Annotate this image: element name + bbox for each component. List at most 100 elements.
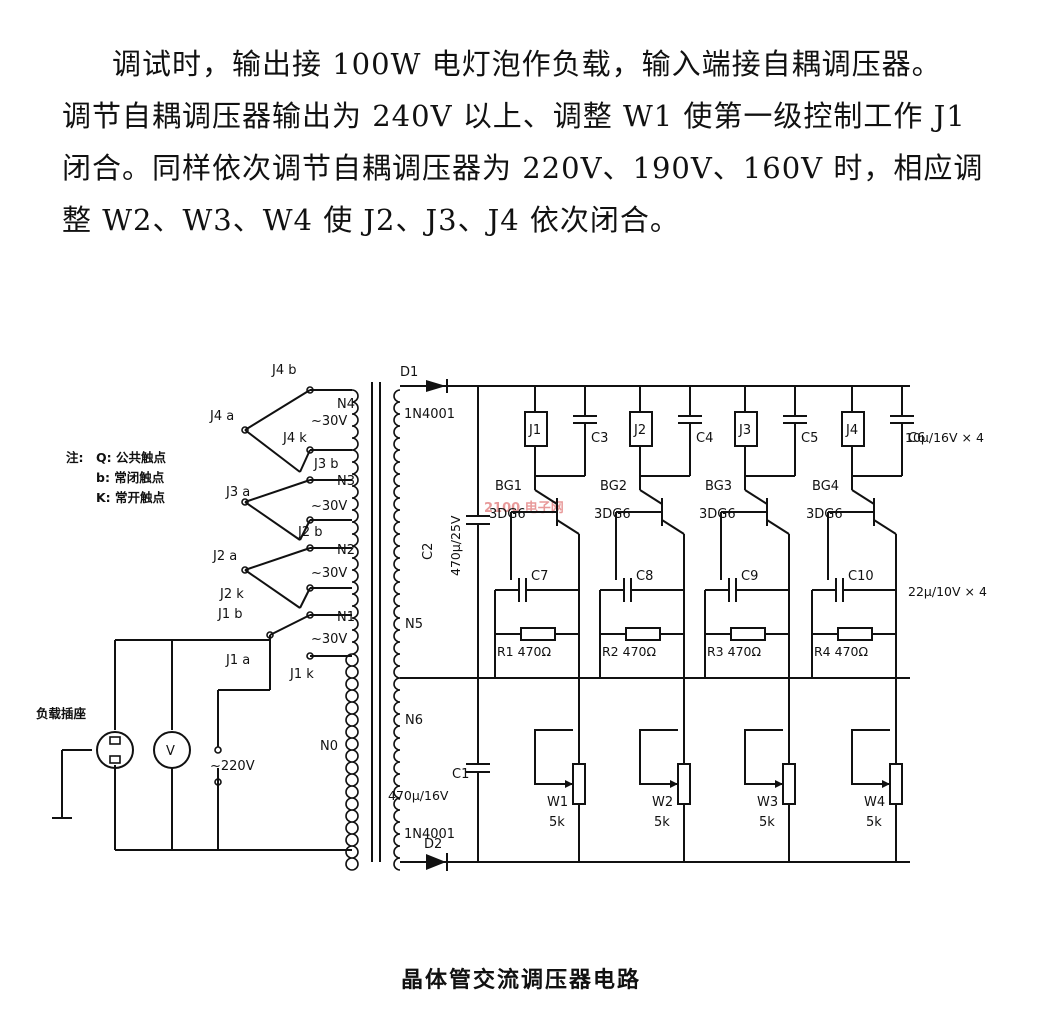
text-line-2: 调节自耦调压器输出为 240V 以上、调整 W1 使第一级控制工作 J1	[62, 99, 966, 133]
contact-j4k: J4 k	[282, 431, 307, 446]
d2-label: D2	[424, 837, 442, 852]
potentiometer-3	[782, 763, 796, 805]
circuit-diagram: 注: Q: 公共触点 b: 常闭触点 K: 常开触点 N4 ~30V N3 ~3…	[36, 363, 987, 871]
contact-j3a: J3 a	[225, 485, 250, 500]
resistor-1	[520, 627, 556, 641]
tap-n0-label: N0	[320, 739, 338, 754]
cap-label-2: C4	[696, 431, 713, 446]
tap-n1-label: N1	[337, 610, 355, 625]
resistor-4	[837, 627, 873, 641]
pot-label-4: W4	[864, 795, 885, 810]
text-line-4: 整 W2、W3、W4 使 J2、J3、J4 依次闭合。	[62, 203, 680, 237]
tap-n3-label: N3	[337, 474, 355, 489]
d1-model: 1N4001	[404, 407, 455, 422]
potentiometer-2	[677, 763, 691, 805]
pot-label-3: W3	[757, 795, 778, 810]
mid-cap-label-1: C7	[531, 569, 548, 584]
legend-nc: b: 常闭触点	[96, 470, 165, 485]
contact-legend: 注: Q: 公共触点 b: 常闭触点 K: 常开触点	[66, 450, 166, 505]
relay-contacts: J4 b J4 a J4 k J3 b J3 a J2 b J2 a J2 k …	[209, 363, 352, 690]
load-and-input: 负载插座 V ~220V	[36, 639, 352, 851]
mid-cap-label-2: C8	[636, 569, 653, 584]
voltmeter-label: V	[166, 744, 175, 759]
mains-label: ~220V	[210, 759, 255, 774]
c1-label: C1	[452, 767, 469, 782]
tap-n4-label: N4	[337, 397, 355, 412]
tap-n2-label: N2	[337, 543, 355, 558]
socket-label: 负载插座	[36, 706, 87, 721]
winding-n5-label: N5	[405, 617, 423, 632]
legend-no: K: 常开触点	[96, 490, 166, 505]
c2-label: C2	[421, 543, 436, 560]
mid-cap-label-3: C9	[741, 569, 758, 584]
c2-value: 470μ/25V	[448, 515, 463, 576]
transistor-type-2: 3DG6	[594, 507, 631, 522]
text-line-1: 调试时，输出接 100W 电灯泡作负载，输入端接自耦调压器。	[112, 47, 942, 81]
tap-30v-3: ~30V	[311, 499, 347, 514]
tap-30v-1: ~30V	[311, 632, 347, 647]
cap-label-1: C3	[591, 431, 608, 446]
text-line-3: 闭合。同样依次调节自耦调压器为 220V、190V、160V 时，相应调	[62, 151, 984, 185]
relay-label-1: J1	[528, 423, 541, 438]
resistor-label-1: R1 470Ω	[497, 644, 551, 659]
contact-j1k: J1 k	[289, 667, 314, 682]
c1-value: 470μ/16V	[388, 788, 449, 803]
d1-label: D1	[400, 365, 418, 380]
relay-label-3: J3	[738, 423, 751, 438]
contact-j2a: J2 a	[212, 549, 237, 564]
contact-j2k: J2 k	[219, 587, 244, 602]
potentiometer-1	[572, 763, 586, 805]
resistor-label-4: R4 470Ω	[814, 644, 868, 659]
mid-cap-label-4: C10	[848, 569, 874, 584]
d2-model: 1N4001	[404, 827, 455, 842]
pot-label-1: W1	[547, 795, 568, 810]
contact-j1b: J1 b	[217, 607, 243, 622]
rectifier: D1 1N4001 D2 1N4001 C2 470μ/25V C1 470μ/…	[388, 365, 987, 871]
relay-label-2: J2	[633, 423, 646, 438]
cap-label-4: C6	[908, 431, 925, 446]
transistor-type-4: 3DG6	[806, 507, 843, 522]
contact-j4b: J4 b	[271, 363, 297, 378]
transformer-core	[371, 382, 381, 862]
contact-j3b: J3 b	[313, 457, 339, 472]
primary-winding: N4 ~30V N3 ~30V N2 ~30V N1 ~30V N0	[311, 389, 359, 871]
legend-head: 注:	[66, 450, 84, 465]
pot-value-1: 5k	[549, 815, 565, 830]
description-paragraph: 调试时，输出接 100W 电灯泡作负载，输入端接自耦调压器。 调节自耦调压器输出…	[62, 38, 992, 246]
tap-30v-4: ~30V	[311, 414, 347, 429]
pot-label-2: W2	[652, 795, 673, 810]
pot-value-4: 5k	[866, 815, 882, 830]
mid-caps-value: 22μ/10V × 4	[908, 584, 987, 599]
contact-j4a: J4 a	[209, 409, 234, 424]
pot-value-2: 5k	[654, 815, 670, 830]
voltmeter-icon	[153, 731, 191, 769]
resistor-label-3: R3 470Ω	[707, 644, 761, 659]
resistor-3	[730, 627, 766, 641]
pot-value-3: 5k	[759, 815, 775, 830]
top-caps-value: 10μ/16V × 4	[905, 430, 984, 445]
figure-caption: 晶体管交流调压器电路	[400, 967, 641, 993]
legend-common: Q: 公共触点	[96, 450, 166, 465]
transistor-label-3: BG3	[705, 479, 732, 494]
resistor-label-2: R2 470Ω	[602, 644, 656, 659]
winding-n6-label: N6	[405, 713, 423, 728]
transistor-label-4: BG4	[812, 479, 839, 494]
contact-j2b: J2 b	[297, 525, 323, 540]
secondary-winding: N5 N6	[393, 389, 423, 871]
socket-icon	[96, 731, 134, 769]
transistor-label-1: BG1	[495, 479, 522, 494]
cap-label-3: C5	[801, 431, 818, 446]
resistor-2	[625, 627, 661, 641]
potentiometer-4	[889, 763, 903, 805]
transistor-type-1: 3DG6	[489, 507, 526, 522]
transistor-type-3: 3DG6	[699, 507, 736, 522]
transistor-label-2: BG2	[600, 479, 627, 494]
relay-label-4: J4	[845, 423, 858, 438]
tap-30v-2: ~30V	[311, 566, 347, 581]
contact-j1a: J1 a	[225, 653, 250, 668]
